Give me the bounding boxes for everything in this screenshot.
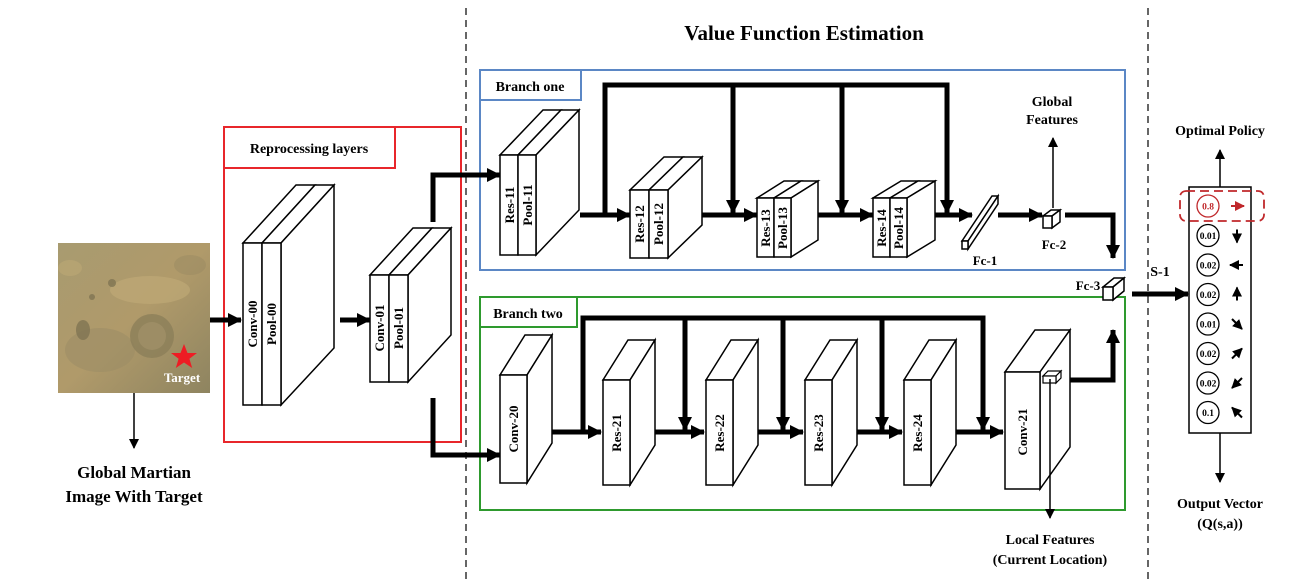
block-res14: [870, 179, 938, 259]
output-value: 0.02: [1200, 291, 1217, 301]
local-features-line1: Local Features: [1006, 533, 1095, 548]
output-value: 0.01: [1200, 321, 1217, 331]
reprocessing-label: Reprocessing layers: [250, 142, 369, 157]
output-items: 0.8 0.01 0.02 0.02 0.01 0.02 0.02 0.1: [1196, 194, 1245, 425]
branch-two-frame: [479, 296, 1126, 511]
arrow-down-right-icon: [1231, 318, 1243, 330]
branch-one-label-box: [479, 69, 582, 101]
branch-one-frame: [479, 69, 1126, 271]
block-conv00: [241, 183, 336, 407]
output-value-circle: [1196, 312, 1220, 336]
output-item: 0.1: [1196, 400, 1243, 425]
label-fc3: Fc-3: [1076, 278, 1101, 293]
arrow-conv21-to-fc3: [1070, 329, 1120, 383]
label-conv00: Conv-00: [245, 301, 260, 348]
arrow-up-right-icon: [1231, 347, 1243, 360]
branch-two-label-box: [479, 296, 578, 328]
diagram-title: Value Function Estimation: [684, 21, 924, 45]
output-value-circle: [1196, 223, 1220, 248]
global-features-line1: Global: [1032, 95, 1073, 110]
block-res23: [803, 337, 859, 488]
label-res21: Res-21: [609, 414, 624, 452]
label-pool13: Pool-13: [775, 207, 790, 249]
s1-label: S-1: [1150, 265, 1169, 280]
arrow-to-branch-two: [430, 398, 501, 462]
branch-two-label: Branch two: [493, 307, 563, 322]
output-item: 0.02: [1196, 371, 1243, 395]
output-value-circle: [1196, 341, 1220, 366]
output-value-circle: [1196, 400, 1220, 425]
output-item: 0.02: [1196, 341, 1243, 366]
branch-one-label: Branch one: [496, 80, 565, 95]
block-conv01: [368, 226, 453, 384]
output-item: 0.02: [1196, 282, 1242, 307]
target-label: Target: [164, 370, 201, 385]
output-vector-frame: [1188, 186, 1252, 434]
output-value-circle: [1196, 253, 1220, 277]
output-item: 0.8: [1196, 194, 1245, 218]
label-pool00: Pool-00: [264, 303, 279, 345]
block-res12: [628, 155, 704, 260]
block-res24: [902, 337, 958, 488]
arrow-fc2-to-fc3: [1065, 212, 1120, 259]
output-item: 0.01: [1196, 223, 1242, 248]
label-fc2: Fc-2: [1042, 237, 1067, 252]
label-conv01: Conv-01: [372, 305, 387, 352]
label-res12: Res-12: [632, 205, 647, 243]
input-caption-line1: Global Martian: [77, 463, 191, 482]
label-conv20: Conv-20: [506, 406, 521, 453]
output-value: 0.02: [1200, 350, 1217, 360]
label-res24: Res-24: [910, 414, 925, 452]
output-item: 0.01: [1196, 312, 1243, 336]
output-value-circle: [1196, 282, 1220, 307]
block-res11: [498, 108, 581, 257]
block-res21: [601, 337, 657, 488]
label-pool11: Pool-11: [520, 184, 535, 225]
arrow-down-left-icon: [1231, 377, 1243, 389]
label-conv21: Conv-21: [1015, 409, 1030, 456]
label-res22: Res-22: [712, 414, 727, 452]
local-features-line2: (Current Location): [993, 553, 1108, 568]
output-caption-line1: Output Vector: [1177, 497, 1263, 512]
output-value: 0.8: [1202, 203, 1214, 213]
block-fc3: [1100, 276, 1127, 302]
output-value: 0.02: [1200, 380, 1217, 390]
output-value: 0.02: [1200, 262, 1217, 272]
global-features-line2: Features: [1026, 113, 1078, 128]
label-res14: Res-14: [874, 209, 889, 247]
arrow-up-left-icon: [1231, 406, 1243, 419]
output-value: 0.01: [1200, 232, 1217, 242]
block-res13: [754, 179, 821, 259]
label-res11: Res-11: [502, 187, 517, 224]
label-res13: Res-13: [758, 209, 773, 247]
optimal-highlight-box: [1179, 190, 1265, 222]
optimal-policy-label: Optimal Policy: [1175, 124, 1265, 139]
target-star-icon: [171, 344, 197, 368]
output-value-circle: [1196, 371, 1220, 395]
block-conv20: [498, 332, 554, 486]
output-value: 0.1: [1202, 409, 1214, 419]
label-pool14: Pool-14: [891, 207, 906, 249]
block-conv21: [1003, 327, 1072, 492]
martian-image: [58, 243, 210, 393]
output-value-circle: [1196, 194, 1220, 218]
reprocessing-label-box: [223, 126, 396, 169]
block-fc1: [960, 193, 1000, 252]
output-item: 0.02: [1196, 253, 1243, 277]
block-res22: [704, 337, 760, 488]
skip-b1-main: [602, 82, 954, 215]
label-fc1: Fc-1: [973, 253, 998, 268]
block-fc2: [1040, 208, 1063, 230]
input-caption-line2: Image With Target: [65, 487, 203, 506]
arrow-to-branch-one: [430, 168, 501, 222]
label-pool01: Pool-01: [391, 307, 406, 349]
label-res23: Res-23: [811, 414, 826, 452]
label-pool12: Pool-12: [651, 203, 666, 245]
output-caption-line2: (Q(s,a)): [1197, 517, 1243, 532]
local-feature-cube: [1041, 369, 1063, 385]
